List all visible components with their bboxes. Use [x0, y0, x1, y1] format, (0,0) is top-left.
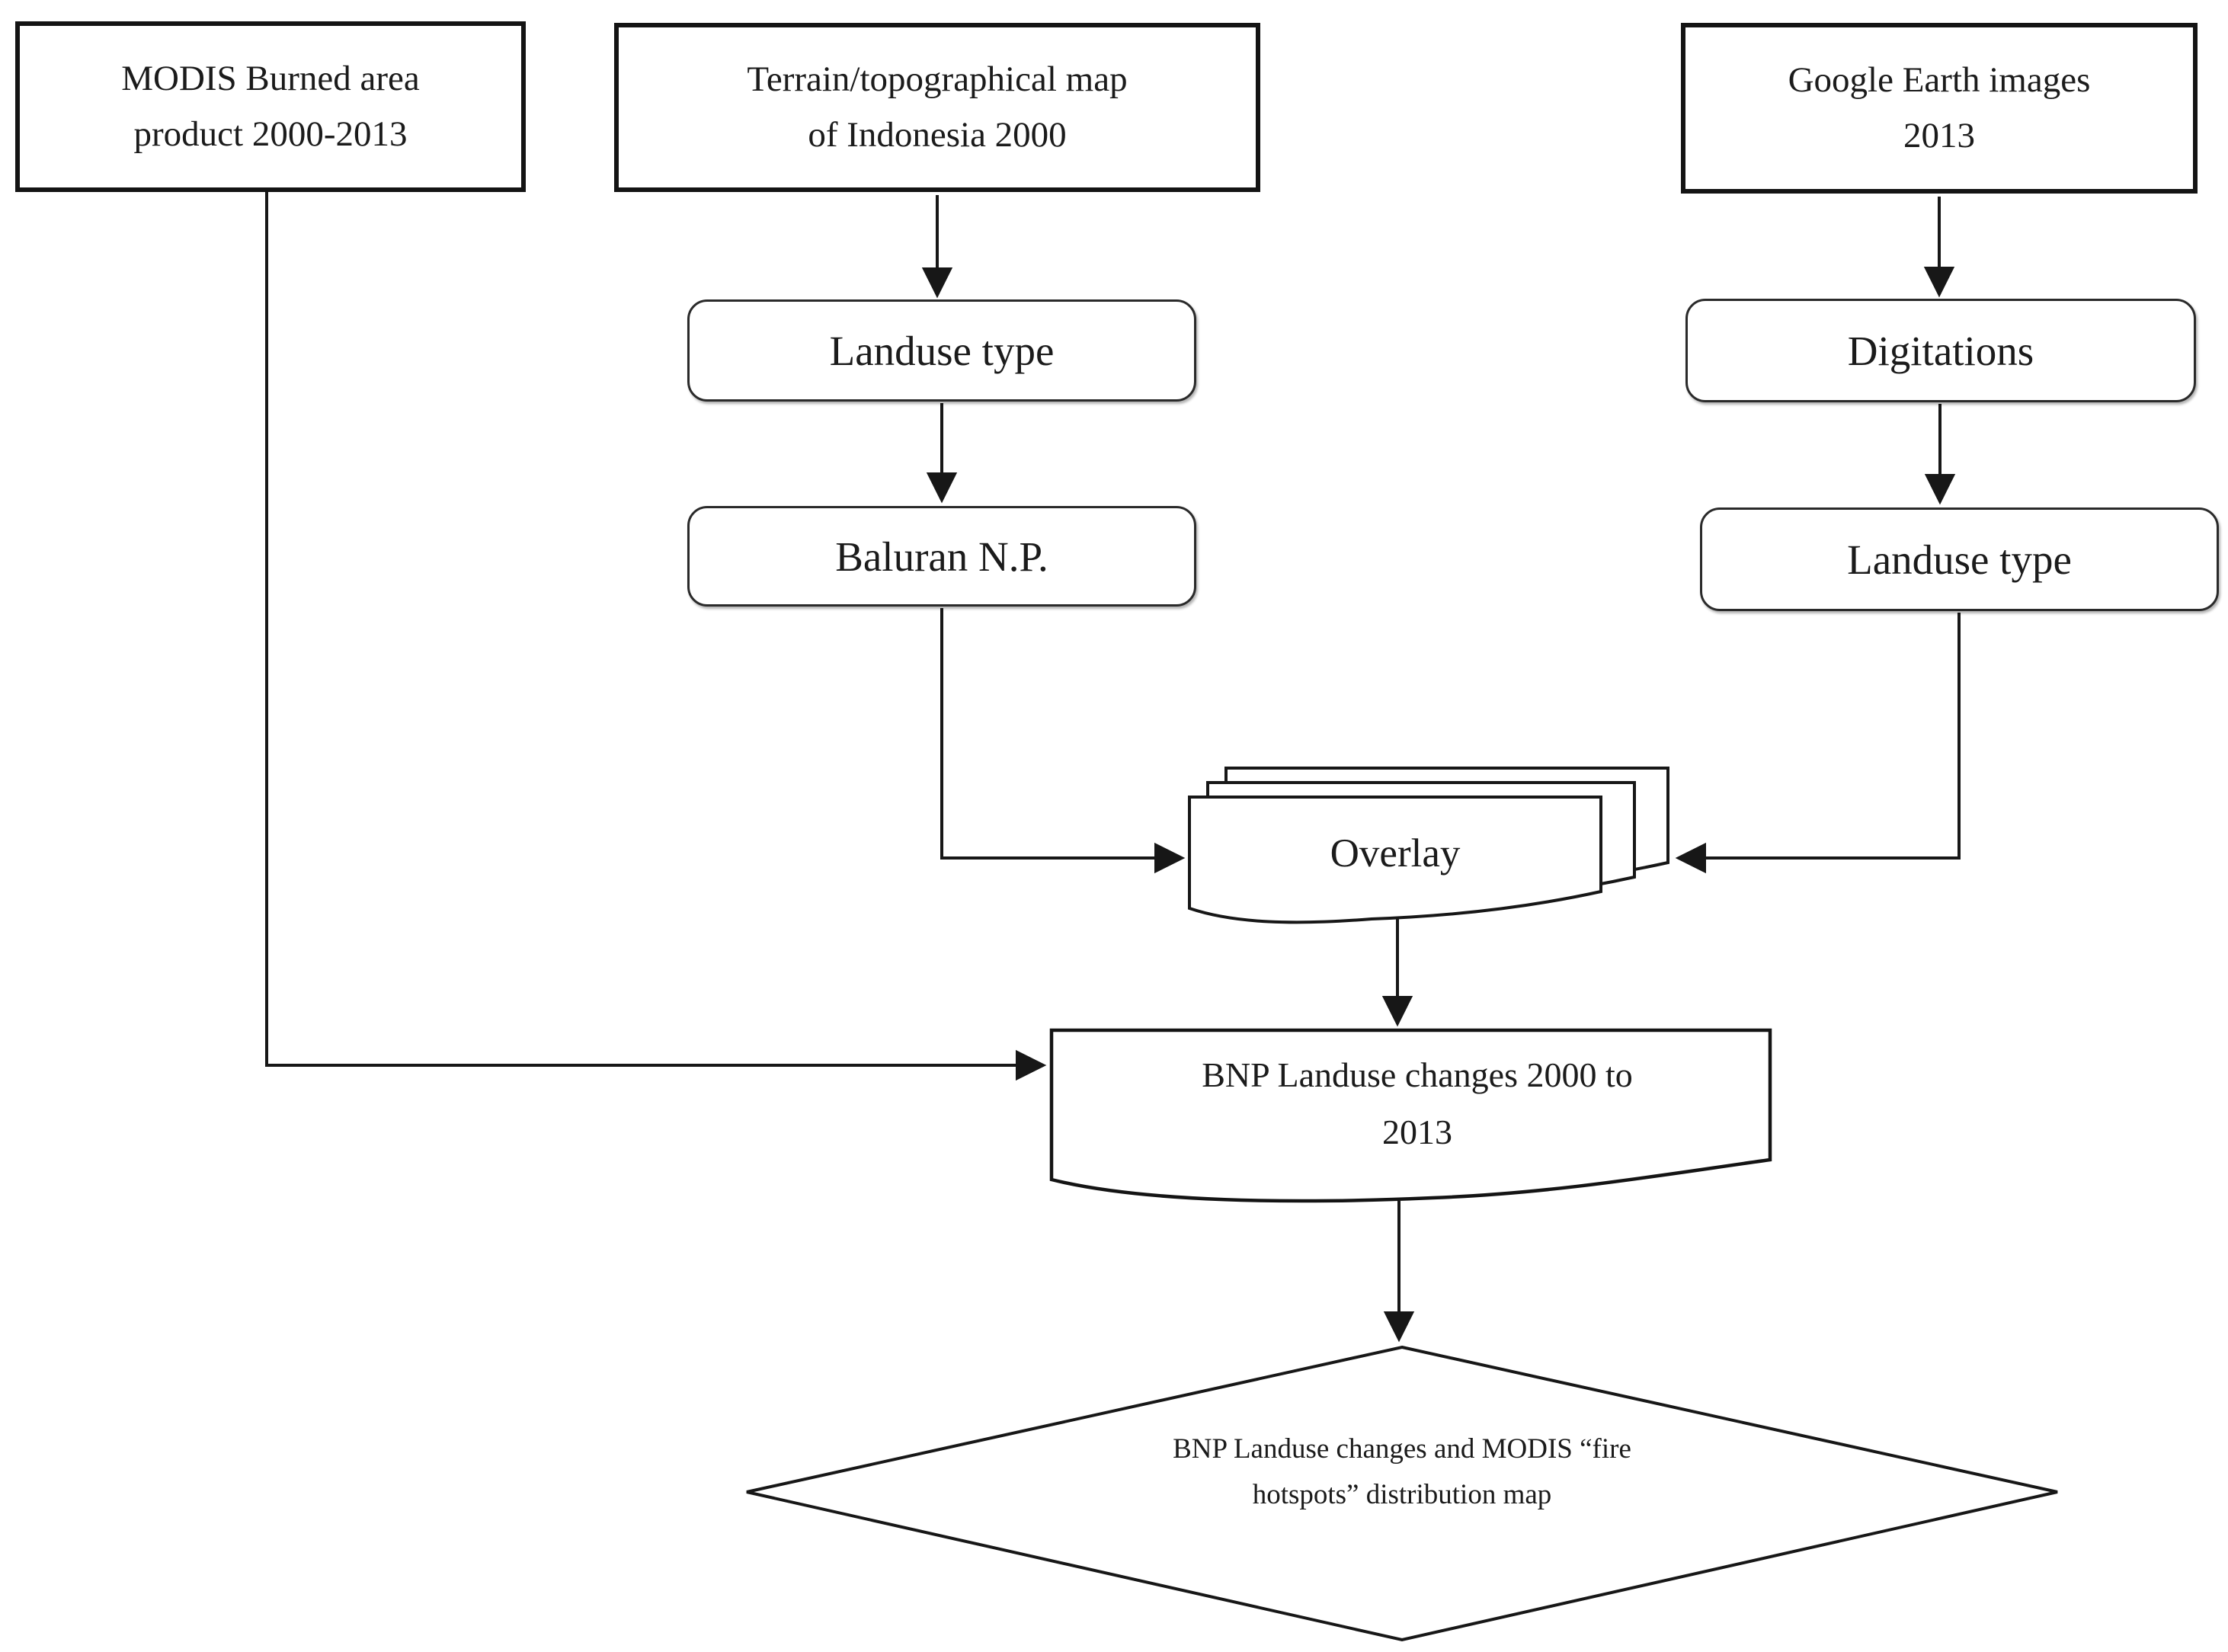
node-digitations-label: Digitations	[1847, 327, 2034, 374]
connector-baluran-to-overlay	[940, 608, 1186, 874]
node-terrain-map: Terrain/topographical map of Indonesia 2…	[614, 23, 1260, 192]
node-modis-burned-area: MODIS Burned area product 2000-2013	[15, 21, 526, 192]
node-landuse-type-right: Landuse type	[1700, 507, 2219, 611]
overlay-sheet-front	[1188, 796, 1602, 924]
connector-landuse-right-to-overlay	[1675, 613, 1961, 874]
node-modis-line2: product 2000-2013	[133, 114, 408, 154]
node-landuse-type-mid: Landuse type	[687, 299, 1196, 402]
connector-modis-to-bnp	[265, 192, 1047, 1081]
node-digitations: Digitations	[1685, 299, 2196, 402]
node-terrain-line2: of Indonesia 2000	[808, 115, 1067, 155]
node-google-line1: Google Earth images	[1788, 60, 2091, 101]
node-landuse-right-label: Landuse type	[1847, 536, 2072, 583]
node-google-earth: Google Earth images 2013	[1681, 23, 2198, 194]
node-terrain-line1: Terrain/topographical map	[747, 59, 1128, 100]
node-modis-line1: MODIS Burned area	[121, 59, 420, 99]
node-baluran-label: Baluran N.P.	[835, 533, 1048, 580]
node-google-line2: 2013	[1903, 116, 1975, 155]
node-baluran-np: Baluran N.P.	[687, 506, 1196, 607]
bnp-changes-document	[1049, 1028, 1772, 1203]
output-map-diamond	[746, 1345, 2058, 1642]
node-landuse-mid-label: Landuse type	[829, 327, 1055, 374]
